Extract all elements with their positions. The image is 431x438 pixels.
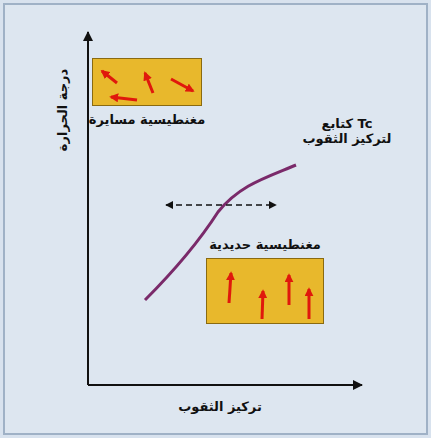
spin-arrow: [171, 79, 193, 91]
magnet-box: مغنطيسية حديدية: [206, 258, 324, 324]
axis-label: تركيز الثقوب: [178, 399, 262, 414]
spin-arrow: [262, 291, 263, 319]
y-axis: [87, 32, 89, 385]
phase-label: مغنطيسية حديدية: [209, 237, 321, 252]
x-axis: [88, 384, 362, 386]
spin-arrows: [207, 259, 325, 325]
spin-arrow: [145, 73, 153, 93]
spin-arrow: [102, 71, 117, 83]
spin-arrow: [288, 275, 291, 305]
frame: [4, 4, 427, 434]
axis-label: درجة الحرارة: [55, 69, 70, 151]
dashed-arrow: [166, 204, 276, 206]
spin-arrow: [308, 289, 311, 319]
curve-label: Tc كتابع لتركيز الثقوب: [300, 116, 394, 146]
spin-arrows: [93, 59, 203, 107]
phase-label: مغنطيسية مسايرة: [89, 112, 205, 127]
spin-arrow: [229, 273, 231, 303]
spin-arrow: [111, 97, 137, 100]
magnet-box: مغنطيسية مسايرة: [92, 58, 202, 106]
